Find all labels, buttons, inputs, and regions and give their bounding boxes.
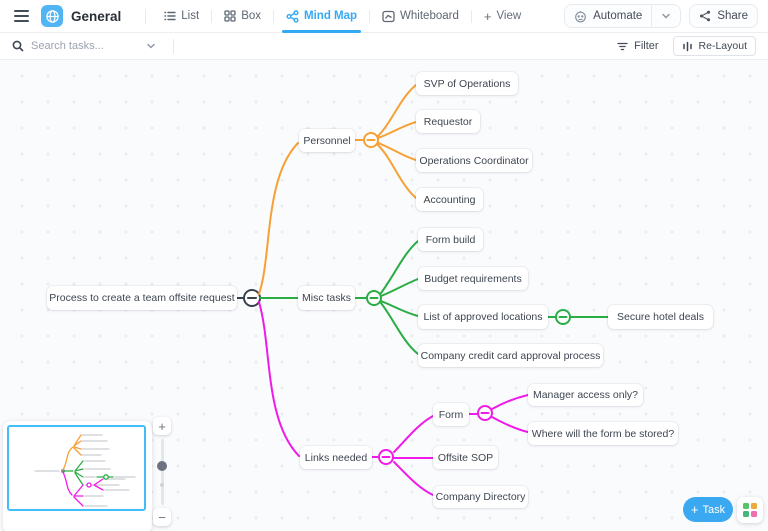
add-task-button[interactable]: + Task xyxy=(683,497,733,522)
personnel-collapse-toggle[interactable] xyxy=(363,132,379,148)
mindmap-node-manager-access-only[interactable]: Manager access only? xyxy=(528,384,643,406)
whiteboard-icon xyxy=(382,10,395,23)
mind-map-connectors xyxy=(236,84,609,496)
page-title: General xyxy=(71,8,122,24)
mindmap-node-form[interactable]: Form xyxy=(433,403,469,426)
app-tile xyxy=(743,511,749,517)
app-tile xyxy=(743,503,749,509)
app-tile xyxy=(751,503,757,509)
sidebar-toggle-icon[interactable] xyxy=(14,7,32,25)
locations-collapse-toggle[interactable] xyxy=(555,309,571,325)
share-icon xyxy=(700,10,711,22)
zoom-slider-handle[interactable] xyxy=(157,461,167,471)
filter-icon xyxy=(617,42,628,50)
zoom-in-button[interactable]: + xyxy=(153,417,171,435)
add-view-button[interactable]: + View xyxy=(476,9,529,24)
minimap-preview xyxy=(34,434,136,507)
mindmap-node-personnel[interactable]: Personnel xyxy=(299,129,355,152)
automate-dropdown-button[interactable] xyxy=(652,11,680,21)
filter-button[interactable]: Filter xyxy=(617,40,659,52)
links-collapse-toggle[interactable] xyxy=(378,449,394,465)
mind-map-icon xyxy=(286,9,299,23)
chevron-down-icon xyxy=(662,13,671,19)
zoom-slider-midpoint xyxy=(160,483,164,487)
view-tabs: List Box Mind Map Whiteboa xyxy=(156,0,529,33)
top-bar: General List Box Mind Map xyxy=(0,0,768,33)
personnel-branch-connectors xyxy=(258,84,417,295)
divider xyxy=(211,9,213,23)
divider xyxy=(651,5,653,27)
mindmap-node-company-directory[interactable]: Company Directory xyxy=(433,486,528,508)
search-icon xyxy=(12,40,24,52)
zoom-slider-track[interactable] xyxy=(160,439,164,505)
links-branch-connectors xyxy=(258,301,529,496)
relayout-button[interactable]: Re-Layout xyxy=(672,36,756,56)
canvas-toolbar: Filter Re-Layout xyxy=(0,33,768,60)
mindmap-node-offsite-sop[interactable]: Offsite SOP xyxy=(433,446,498,469)
divider xyxy=(173,38,174,54)
divider xyxy=(369,9,371,23)
top-bar-right: Automate Share xyxy=(564,4,758,28)
filter-label: Filter xyxy=(634,40,659,52)
tab-label: Box xyxy=(241,10,262,22)
minimap-viewport[interactable] xyxy=(7,425,146,511)
plus-icon: + xyxy=(483,8,492,24)
misc-branch-connectors xyxy=(259,240,609,355)
apps-grid-icon xyxy=(743,503,757,517)
robot-icon xyxy=(575,10,586,22)
search-box xyxy=(12,38,184,54)
mindmap-node-secure-hotel-deals[interactable]: Secure hotel deals xyxy=(608,305,713,329)
plus-icon: + xyxy=(690,502,699,517)
add-view-label: View xyxy=(496,10,522,22)
divider xyxy=(470,9,472,23)
space-avatar[interactable] xyxy=(41,5,63,27)
tab-label: Mind Map xyxy=(304,10,358,22)
apps-launcher-button[interactable] xyxy=(737,497,763,523)
mindmap-node-accounting[interactable]: Accounting xyxy=(416,188,483,211)
mindmap-node-operations-coordinator[interactable]: Operations Coordinator xyxy=(416,149,532,172)
root-collapse-toggle[interactable] xyxy=(243,289,261,307)
share-button[interactable]: Share xyxy=(689,4,758,28)
mindmap-root-node[interactable]: Process to create a team offsite request xyxy=(47,286,237,310)
mindmap-node-list-of-approved-locations[interactable]: List of approved locations xyxy=(418,305,548,329)
divider xyxy=(145,8,147,24)
add-task-label: Task xyxy=(702,503,726,516)
mind-map-canvas[interactable]: Process to create a team offsite request… xyxy=(0,60,768,531)
relayout-icon xyxy=(682,41,692,51)
tab-list[interactable]: List xyxy=(156,0,207,33)
tab-label: Whiteboard xyxy=(400,10,459,22)
tab-mind-map[interactable]: Mind Map xyxy=(278,0,365,33)
mindmap-node-svp-of-operations[interactable]: SVP of Operations xyxy=(416,72,518,95)
mindmap-node-where-will-the-form-be-stored[interactable]: Where will the form be stored? xyxy=(528,422,678,445)
divider xyxy=(273,9,275,23)
zoom-out-button[interactable]: − xyxy=(153,508,171,526)
misc-collapse-toggle[interactable] xyxy=(366,290,382,306)
globe-icon xyxy=(45,9,59,23)
toolbar-right: Filter Re-Layout xyxy=(617,36,756,56)
form-collapse-toggle[interactable] xyxy=(477,405,493,421)
mindmap-node-requestor[interactable]: Requestor xyxy=(416,110,480,133)
list-icon xyxy=(164,10,176,22)
automate-button-group: Automate xyxy=(564,4,682,28)
mindmap-node-company-credit-card-approval-process[interactable]: Company credit card approval process xyxy=(418,344,603,367)
root-connector xyxy=(236,289,261,307)
zoom-controls: + − xyxy=(152,417,172,527)
mindmap-node-budget-requirements[interactable]: Budget requirements xyxy=(418,267,528,290)
mindmap-node-misc-tasks[interactable]: Misc tasks xyxy=(298,286,355,310)
automate-label: Automate xyxy=(593,10,643,22)
relayout-label: Re-Layout xyxy=(698,40,747,52)
mindmap-node-links-needed[interactable]: Links needed xyxy=(300,446,372,469)
share-label: Share xyxy=(717,10,748,22)
tab-whiteboard[interactable]: Whiteboard xyxy=(374,0,467,33)
box-icon xyxy=(224,10,236,22)
tab-label: List xyxy=(181,10,200,22)
search-options-chevron-icon[interactable] xyxy=(146,41,156,51)
search-input[interactable] xyxy=(31,40,139,52)
automate-button[interactable]: Automate xyxy=(565,10,651,23)
tab-box[interactable]: Box xyxy=(216,0,269,33)
minimap-panel xyxy=(3,421,152,531)
app-tile xyxy=(751,511,757,517)
mindmap-node-form-build[interactable]: Form build xyxy=(418,228,483,251)
